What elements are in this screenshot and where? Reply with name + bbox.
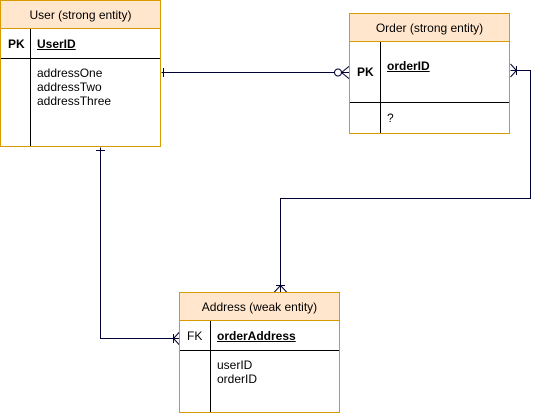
many-marker-order-right bbox=[510, 63, 518, 78]
entity-user[interactable]: User (strong entity) PK UserID addressOn… bbox=[0, 0, 161, 147]
key-type: PK bbox=[1, 29, 31, 58]
key-name: UserID bbox=[37, 36, 76, 51]
attribute: addressOne bbox=[37, 66, 103, 80]
attribute: addressTwo bbox=[37, 80, 102, 94]
attribute-gutter bbox=[350, 103, 381, 133]
relationship-line-user-address[interactable] bbox=[100, 147, 180, 339]
attribute-row: addressOne addressTwo addressThree bbox=[1, 59, 160, 146]
entity-title: Order (strong entity) bbox=[350, 14, 509, 42]
primary-key-row: PK orderID bbox=[350, 42, 509, 103]
attribute: ? bbox=[387, 111, 394, 125]
attribute-gutter bbox=[1, 59, 31, 146]
key-name: orderAddress bbox=[217, 328, 296, 343]
attribute-list: ? bbox=[381, 103, 394, 133]
attribute-gutter bbox=[180, 351, 211, 412]
key-type: FK bbox=[180, 321, 211, 350]
entity-order[interactable]: Order (strong entity) PK orderID ? bbox=[349, 13, 510, 134]
entity-title: User (strong entity) bbox=[1, 1, 160, 29]
entity-title: Address (weak entity) bbox=[180, 293, 339, 321]
relationship-line-order-address[interactable] bbox=[280, 70, 531, 293]
many-marker-address-top bbox=[273, 284, 288, 293]
attribute-list: userID orderID bbox=[211, 351, 257, 412]
attribute-list: addressOne addressTwo addressThree bbox=[31, 59, 111, 146]
foreign-key-row: FK orderAddress bbox=[180, 321, 339, 351]
primary-key-row: PK UserID bbox=[1, 29, 160, 59]
zero-marker-order bbox=[334, 68, 342, 77]
many-marker-address-left bbox=[172, 331, 180, 346]
attribute: orderID bbox=[217, 372, 258, 386]
attribute-row: ? bbox=[350, 103, 509, 133]
entity-address[interactable]: Address (weak entity) FK orderAddress us… bbox=[179, 292, 340, 413]
attribute-row: userID orderID bbox=[180, 351, 339, 412]
many-marker-order bbox=[340, 65, 350, 80]
key-type: PK bbox=[350, 42, 381, 102]
key-name: orderID bbox=[387, 59, 430, 73]
attribute: userID bbox=[217, 358, 253, 372]
attribute: addressThree bbox=[37, 94, 112, 108]
